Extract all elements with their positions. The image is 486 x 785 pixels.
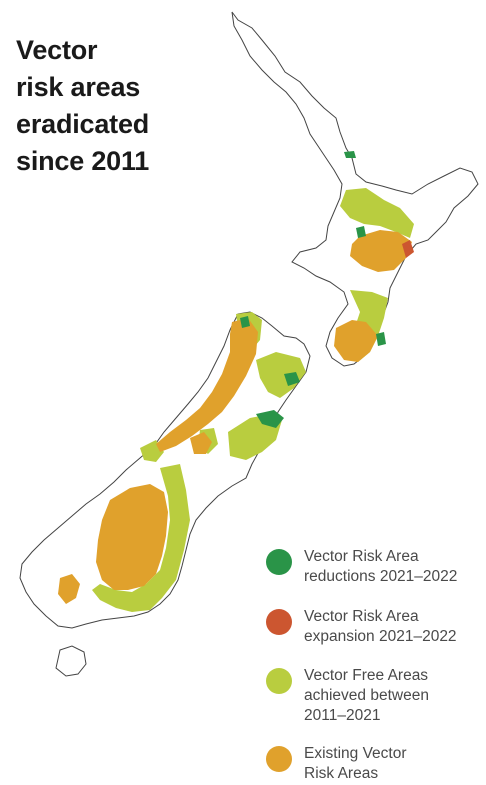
reduction-area xyxy=(256,410,284,428)
existing-risk-area xyxy=(156,318,258,452)
risk-area-expansions xyxy=(402,240,414,258)
legend-label: Vector Free Areas achieved between 2011–… xyxy=(304,667,429,724)
existing-vector-risk-areas xyxy=(58,230,412,604)
legend-label: Vector Risk Area expansion 2021–2022 xyxy=(304,608,457,645)
legend-label: Existing Vector Risk Areas xyxy=(304,745,407,782)
title-line-2: risk areas xyxy=(16,72,141,102)
existing-risk-area xyxy=(350,230,412,272)
reduction-area xyxy=(344,151,356,158)
reduction-area xyxy=(240,316,250,328)
existing-risk-area xyxy=(96,484,168,590)
vector-free-swatch xyxy=(266,668,292,694)
stewart-island-outline xyxy=(55,645,87,677)
legend-label: Vector Risk Area reductions 2021–2022 xyxy=(304,548,458,585)
vector-free-area xyxy=(256,352,306,398)
existing-swatch xyxy=(266,746,292,772)
reduction-area xyxy=(356,226,366,238)
legend-item-existing: Existing Vector Risk Areas xyxy=(266,744,407,784)
title-line-4: since 2011 xyxy=(16,146,150,176)
existing-risk-area xyxy=(190,432,212,454)
north-island-outline xyxy=(231,11,479,367)
reduction-swatch xyxy=(266,549,292,575)
existing-risk-area xyxy=(58,574,80,604)
existing-risk-area xyxy=(334,320,378,362)
vector-free-area xyxy=(92,464,190,612)
map-title: Vector risk areas eradicated since 2011 xyxy=(16,32,206,180)
reduction-area xyxy=(376,332,386,346)
expansion-area xyxy=(402,240,414,258)
title-line-3: eradicated xyxy=(16,109,150,139)
legend-item-reductions: Vector Risk Area reductions 2021–2022 xyxy=(266,547,457,587)
legend-item-vector-free: Vector Free Areas achieved between 2011–… xyxy=(266,666,429,726)
reduction-area xyxy=(284,372,300,386)
legend-item-expansion: Vector Risk Area expansion 2021–2022 xyxy=(266,607,457,647)
risk-area-reductions xyxy=(240,151,386,428)
vector-free-area xyxy=(340,188,414,238)
expansion-swatch xyxy=(266,609,292,635)
title-line-1: Vector xyxy=(16,35,98,65)
